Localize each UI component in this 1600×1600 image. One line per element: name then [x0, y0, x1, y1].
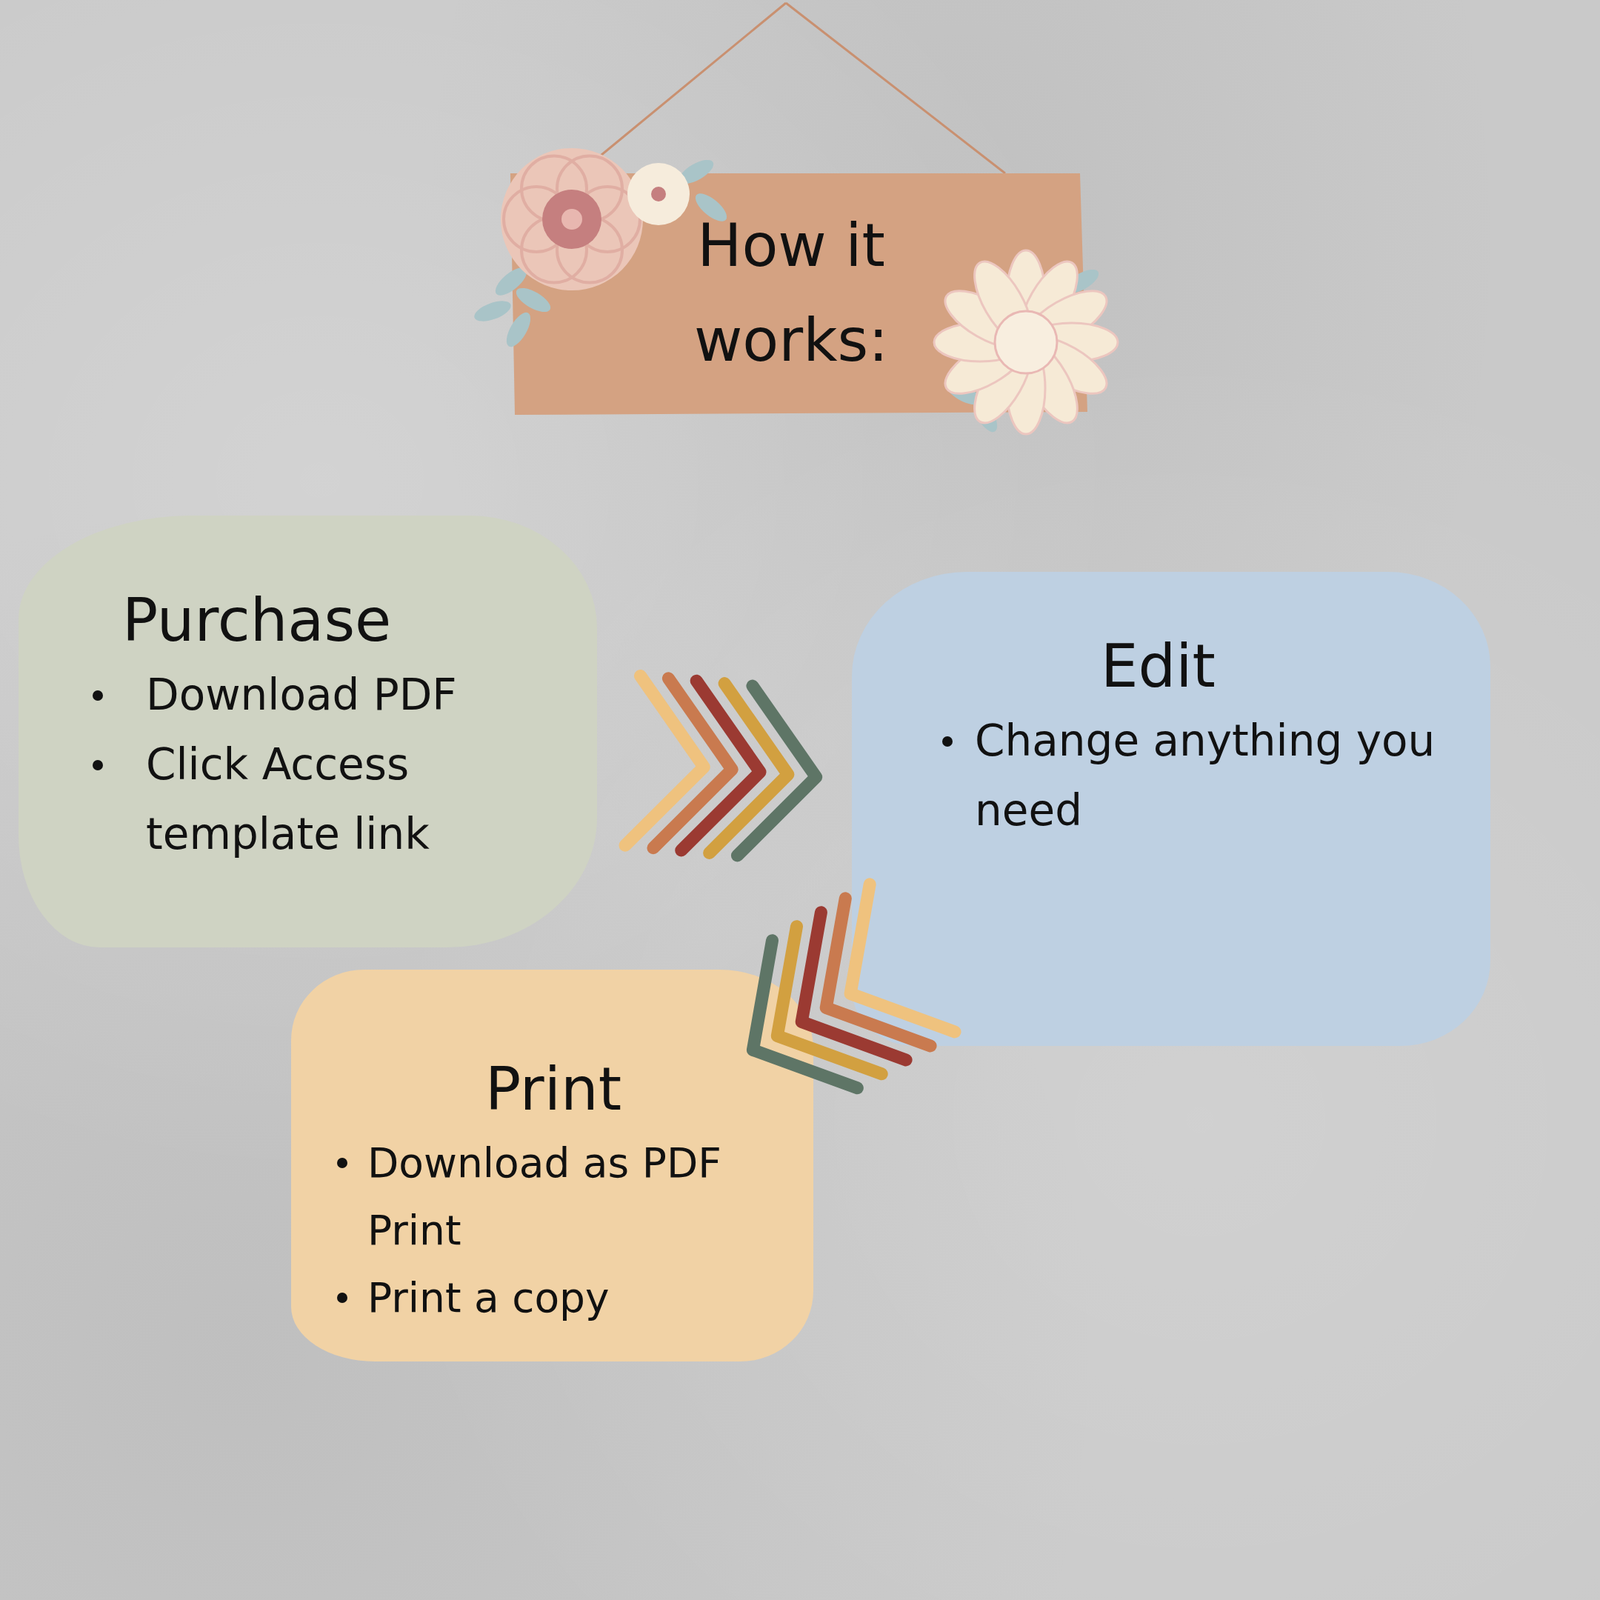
bullet-dot [92, 690, 103, 701]
flower-center [994, 311, 1058, 374]
step-heading: Edit [1100, 629, 1454, 704]
pink-flower [500, 148, 643, 291]
chevron-arrow [752, 884, 955, 1089]
step-box: PrintDownload as PDF PrintPrint a copy [291, 969, 814, 1362]
bullet-row: Click Access template link [92, 730, 571, 870]
bullet-text: Download PDF [145, 660, 458, 731]
hanging-string [597, 2, 1006, 174]
bullet-text: Click Access template link [145, 730, 571, 870]
cream-flower [934, 250, 1118, 435]
chevron-stroke [681, 680, 760, 851]
bullet-row: Change anything you need [942, 706, 1454, 846]
bullet-text: Print a copy [367, 1264, 610, 1332]
leaf [512, 282, 555, 317]
hanging-sign [510, 173, 1088, 415]
step-box: EditChange anything you need [851, 571, 1491, 1046]
leaf [471, 297, 514, 326]
petals [627, 162, 690, 226]
chevron-stroke [850, 884, 955, 1032]
chevron-arrow [625, 675, 817, 856]
title: How it works: [657, 198, 925, 389]
leaf [501, 308, 535, 351]
petals [500, 148, 643, 291]
bullet-row: Download as PDF Print [337, 1129, 796, 1265]
chevron-stroke [709, 683, 789, 854]
chevron-stroke [752, 940, 858, 1089]
flower-center [561, 208, 583, 230]
leaves [471, 154, 1103, 436]
bullet-row: Download PDF [92, 660, 571, 731]
bullet-dot [92, 760, 103, 771]
bullet-row: Print a copy [337, 1264, 796, 1332]
flower-center [542, 189, 602, 249]
step-heading: Purchase [122, 583, 571, 658]
bullet-dot [337, 1157, 348, 1169]
chevron-stroke [801, 912, 906, 1060]
bullet-dot [942, 736, 953, 747]
chevron-stroke [825, 898, 931, 1046]
step-box: PurchaseDownload PDFClick Access templat… [18, 515, 598, 948]
step-heading: Print [485, 1052, 796, 1127]
bullet-text: Change anything you need [974, 706, 1454, 846]
bullet-text: Download as PDF Print [367, 1129, 796, 1265]
chevron-stroke [777, 926, 882, 1075]
chevron-stroke [625, 675, 704, 846]
chevron-stroke [737, 685, 816, 856]
bullet-dot [337, 1292, 348, 1303]
small-flower [627, 162, 690, 226]
chevron-stroke [653, 678, 732, 849]
flower-center [651, 186, 666, 202]
